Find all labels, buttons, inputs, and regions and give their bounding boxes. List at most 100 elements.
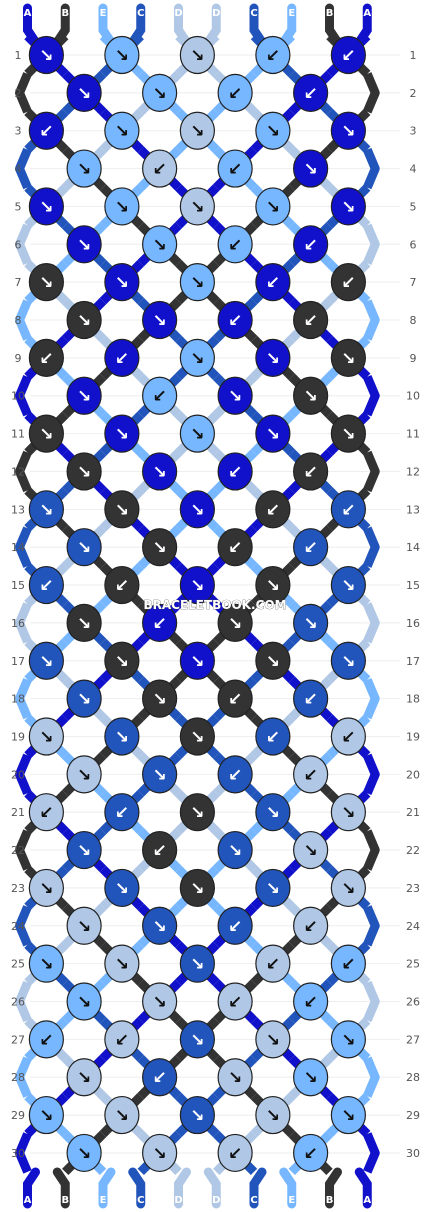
- knot-direction-arrow: ↘: [77, 1068, 91, 1088]
- knot: [28, 717, 64, 756]
- knot: [217, 300, 253, 340]
- row-number-left: 30: [11, 1147, 25, 1160]
- knot-direction-arrow: ↘: [77, 917, 91, 937]
- knot-direction-arrow: ↘: [39, 727, 53, 747]
- row-number-right: 20: [406, 768, 420, 781]
- row-number-left: 25: [11, 958, 25, 971]
- knot: [66, 73, 102, 112]
- knot: [104, 414, 140, 453]
- knot: [217, 830, 253, 870]
- edge-thread: [15, 72, 32, 114]
- knot: [104, 565, 140, 605]
- knot-direction-arrow: ↘: [115, 955, 129, 975]
- knot: [104, 641, 140, 680]
- knot-direction-arrow: ↘: [341, 349, 355, 369]
- knot: [217, 528, 253, 567]
- knot: [217, 225, 253, 264]
- knot: [330, 490, 366, 529]
- thread-stub-bottom: [98, 1167, 116, 1209]
- column-label-top: B: [61, 8, 69, 19]
- knot-direction-arrow: ↘: [77, 765, 91, 785]
- knot-direction-arrow: ↘: [153, 311, 167, 331]
- knot-direction-arrow: ↙: [39, 122, 53, 142]
- row-number-right: 12: [406, 465, 420, 478]
- row-number-left: 18: [11, 693, 25, 706]
- knot-direction-arrow: ↘: [115, 197, 129, 217]
- knot-direction-arrow: ↘: [228, 1068, 242, 1088]
- knot: [217, 982, 253, 1021]
- knot-direction-arrow: ↙: [228, 993, 242, 1013]
- knot: [28, 338, 64, 377]
- knot-direction-arrow: ↘: [115, 1106, 129, 1126]
- knot: [28, 565, 64, 605]
- knot-direction-arrow: ↘: [190, 273, 204, 293]
- row-number-right: 8: [410, 314, 417, 327]
- thread-stub-bottom: [354, 1167, 372, 1209]
- knot: [179, 111, 215, 150]
- knot-direction-arrow: ↘: [266, 425, 280, 445]
- knot-direction-arrow: ↙: [304, 917, 318, 937]
- thread-stub-bottom: [128, 1167, 146, 1209]
- row-number-right: 28: [406, 1071, 420, 1084]
- row-number-left: 22: [11, 844, 25, 857]
- knot-direction-arrow: ↘: [39, 197, 53, 217]
- edge-thread: [15, 753, 32, 796]
- knot-direction-arrow: ↘: [77, 690, 91, 710]
- knot: [104, 187, 140, 226]
- knot: [179, 565, 215, 605]
- row-number-right: 24: [406, 920, 420, 933]
- knot-direction-arrow: ↘: [266, 349, 280, 369]
- knot: [293, 982, 329, 1021]
- knot-direction-arrow: ↘: [39, 652, 53, 672]
- knot-direction-arrow: ↘: [115, 879, 129, 899]
- knot: [28, 35, 64, 75]
- knot: [330, 35, 366, 75]
- knot-direction-arrow: ↘: [266, 576, 280, 596]
- knot-direction-arrow: ↙: [304, 765, 318, 785]
- row-number-left: 27: [11, 1033, 25, 1046]
- knot-direction-arrow: ↙: [228, 84, 242, 104]
- row-number-left: 24: [11, 920, 25, 933]
- edge-thread: [363, 1132, 380, 1174]
- knot: [104, 1095, 140, 1135]
- thread-stub-bottom: [174, 1167, 191, 1209]
- knot: [66, 300, 102, 340]
- knot-direction-arrow: ↘: [190, 122, 204, 142]
- knot-direction-arrow: ↙: [266, 727, 280, 747]
- knot-direction-arrow: ↙: [228, 538, 242, 558]
- edge-thread: [363, 753, 380, 796]
- knot-direction-arrow: ↙: [341, 727, 355, 747]
- knot: [293, 1058, 329, 1097]
- row-number-left: 12: [11, 465, 25, 478]
- knot: [217, 376, 253, 415]
- row-number-left: 21: [11, 806, 25, 819]
- knot: [293, 1133, 329, 1173]
- knot: [330, 717, 366, 756]
- knot: [28, 111, 64, 150]
- knot-direction-arrow: ↘: [115, 500, 129, 520]
- watermark: BRACELETBOOK.COM: [143, 598, 286, 612]
- knot-direction-arrow: ↘: [39, 425, 53, 445]
- knot: [330, 1095, 366, 1135]
- knot-direction-arrow: ↘: [190, 879, 204, 899]
- knot-direction-arrow: ↘: [341, 1106, 355, 1126]
- knot: [142, 906, 178, 945]
- knot: [255, 565, 291, 605]
- knot-direction-arrow: ↘: [190, 46, 204, 66]
- row-number-right: 26: [406, 996, 420, 1009]
- row-number-right: 6: [410, 238, 417, 251]
- knot-direction-arrow: ↘: [77, 841, 91, 861]
- row-number-right: 1: [410, 49, 417, 62]
- knot: [104, 944, 140, 983]
- row-number-right: 11: [406, 428, 420, 441]
- knot: [255, 1020, 291, 1059]
- knot-direction-arrow: ↘: [153, 462, 167, 482]
- knot: [330, 944, 366, 983]
- knot-direction-arrow: ↘: [153, 1144, 167, 1164]
- knot: [255, 868, 291, 908]
- knot-direction-arrow: ↙: [228, 765, 242, 785]
- knot-direction-arrow: ↘: [39, 500, 53, 520]
- knot: [66, 528, 102, 567]
- knot-direction-arrow: ↙: [115, 803, 129, 823]
- knot: [217, 149, 253, 188]
